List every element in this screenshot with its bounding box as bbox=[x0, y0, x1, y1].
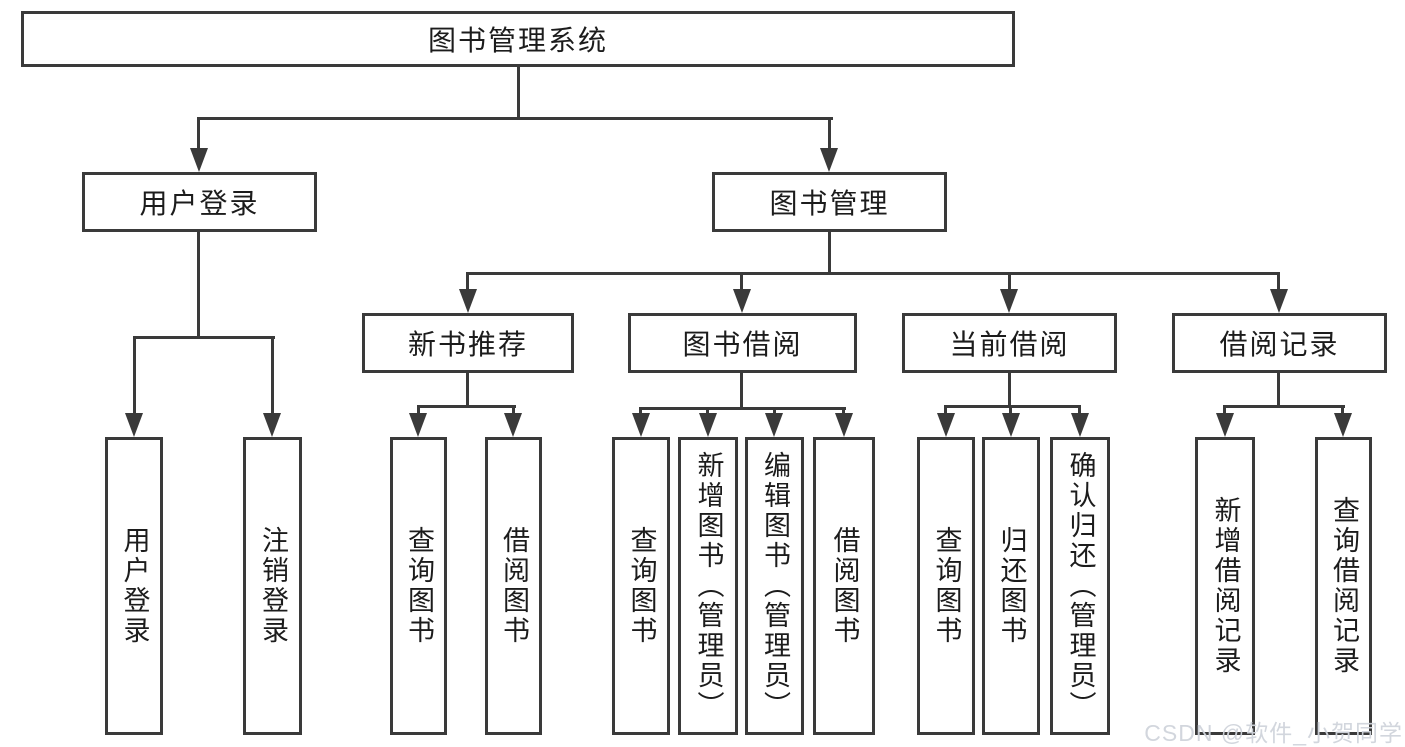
arrowhead-icon bbox=[733, 289, 751, 313]
node-leaf-add-borrow-record: 新增借阅记录 bbox=[1195, 437, 1255, 735]
node-leaf-edit-book-admin: 编辑图书（管理员） bbox=[745, 437, 804, 735]
connector-line bbox=[828, 117, 831, 150]
node-label: 注销登录 bbox=[258, 526, 288, 646]
arrowhead-icon bbox=[1071, 413, 1089, 437]
arrowhead-icon bbox=[1270, 289, 1288, 313]
node-label: 新书推荐 bbox=[407, 329, 528, 360]
node-leaf-return-book: 归还图书 bbox=[982, 437, 1040, 735]
node-label: 用户登录 bbox=[119, 526, 150, 646]
connector-line bbox=[1341, 405, 1344, 416]
node-label: 查询图书 bbox=[404, 526, 434, 646]
arrowhead-icon bbox=[835, 413, 853, 437]
node-leaf-logout: 注销登录 bbox=[243, 437, 302, 735]
node-leaf-query-book-recommend: 查询图书 bbox=[390, 437, 447, 735]
node-leaf-add-book-admin: 新增图书（管理员） bbox=[678, 437, 738, 735]
node-user-login: 用户登录 bbox=[82, 172, 317, 232]
connector-line bbox=[639, 407, 642, 416]
arrowhead-icon bbox=[1216, 413, 1234, 437]
connector-line bbox=[1008, 373, 1011, 408]
node-label: 编辑图书（管理员） bbox=[760, 451, 790, 721]
connector-line bbox=[197, 117, 200, 150]
connector-line bbox=[467, 272, 1280, 275]
connector-line bbox=[944, 405, 1081, 408]
connector-line bbox=[512, 405, 515, 416]
connector-line bbox=[740, 272, 743, 292]
node-current-borrow: 当前借阅 bbox=[902, 313, 1117, 373]
node-label: 新增图书（管理员） bbox=[693, 451, 724, 721]
node-leaf-query-borrow-record: 查询借阅记录 bbox=[1315, 437, 1372, 735]
node-label: 归还图书 bbox=[996, 526, 1027, 646]
node-label: 查询图书 bbox=[931, 526, 962, 646]
node-label: 图书借阅 bbox=[682, 329, 803, 360]
connector-line bbox=[828, 232, 831, 275]
arrowhead-icon bbox=[1000, 289, 1018, 313]
arrowhead-icon bbox=[125, 413, 143, 437]
node-label: 借阅记录 bbox=[1219, 329, 1340, 360]
arrowhead-icon bbox=[632, 413, 650, 437]
connector-line bbox=[639, 407, 846, 410]
node-label: 新增借阅记录 bbox=[1210, 496, 1241, 676]
node-label: 查询借阅记录 bbox=[1329, 496, 1359, 676]
connector-line bbox=[197, 232, 200, 339]
connector-line bbox=[517, 67, 520, 118]
connector-line bbox=[417, 405, 420, 416]
connector-line bbox=[706, 407, 709, 416]
node-leaf-query-book-current: 查询图书 bbox=[917, 437, 975, 735]
node-label: 借阅图书 bbox=[829, 526, 860, 646]
node-label: 用户登录 bbox=[139, 188, 260, 219]
node-library-management-system: 图书管理系统 bbox=[21, 11, 1015, 67]
node-leaf-query-book-borrow: 查询图书 bbox=[612, 437, 670, 735]
arrowhead-icon bbox=[937, 413, 955, 437]
node-leaf-borrow-book: 借阅图书 bbox=[813, 437, 875, 735]
connector-line bbox=[197, 117, 833, 120]
node-label: 确认归还（管理员） bbox=[1065, 451, 1096, 721]
connector-line bbox=[1277, 373, 1280, 408]
connector-line bbox=[1223, 405, 1226, 416]
arrowhead-icon bbox=[1002, 413, 1020, 437]
node-borrow-record: 借阅记录 bbox=[1172, 313, 1387, 373]
arrowhead-icon bbox=[190, 148, 208, 172]
arrowhead-icon bbox=[1334, 413, 1352, 437]
connector-line bbox=[1008, 272, 1011, 292]
node-book-management: 图书管理 bbox=[712, 172, 947, 232]
connector-line bbox=[133, 336, 275, 339]
connector-line bbox=[271, 336, 274, 417]
arrowhead-icon bbox=[699, 413, 717, 437]
node-label: 图书管理 bbox=[769, 188, 890, 219]
connector-line bbox=[133, 336, 136, 417]
connector-line bbox=[773, 407, 776, 416]
node-label: 当前借阅 bbox=[949, 329, 1070, 360]
node-leaf-borrow-book-recommend: 借阅图书 bbox=[485, 437, 542, 735]
arrowhead-icon bbox=[459, 289, 477, 313]
connector-line bbox=[1223, 405, 1345, 408]
node-label: 图书管理系统 bbox=[427, 25, 608, 56]
arrowhead-icon bbox=[820, 148, 838, 172]
node-book-borrow: 图书借阅 bbox=[628, 313, 857, 373]
connector-line bbox=[1277, 272, 1280, 292]
connector-line bbox=[1009, 405, 1012, 416]
node-leaf-user-login: 用户登录 bbox=[105, 437, 163, 735]
node-label: 查询图书 bbox=[626, 526, 657, 646]
arrowhead-icon bbox=[765, 413, 783, 437]
connector-line bbox=[740, 373, 743, 410]
arrowhead-icon bbox=[504, 413, 522, 437]
node-leaf-confirm-return-admin: 确认归还（管理员） bbox=[1050, 437, 1110, 735]
connector-line bbox=[466, 272, 469, 292]
node-new-book-recommend: 新书推荐 bbox=[362, 313, 574, 373]
csdn-watermark: CSDN @软件_小贺同学 bbox=[1144, 720, 1403, 746]
connector-line bbox=[417, 405, 516, 408]
arrowhead-icon bbox=[263, 413, 281, 437]
connector-line bbox=[842, 407, 845, 416]
arrowhead-icon bbox=[409, 413, 427, 437]
connector-line bbox=[1078, 405, 1081, 416]
connector-line bbox=[466, 373, 469, 408]
node-label: 借阅图书 bbox=[499, 526, 529, 646]
connector-line bbox=[944, 405, 947, 416]
